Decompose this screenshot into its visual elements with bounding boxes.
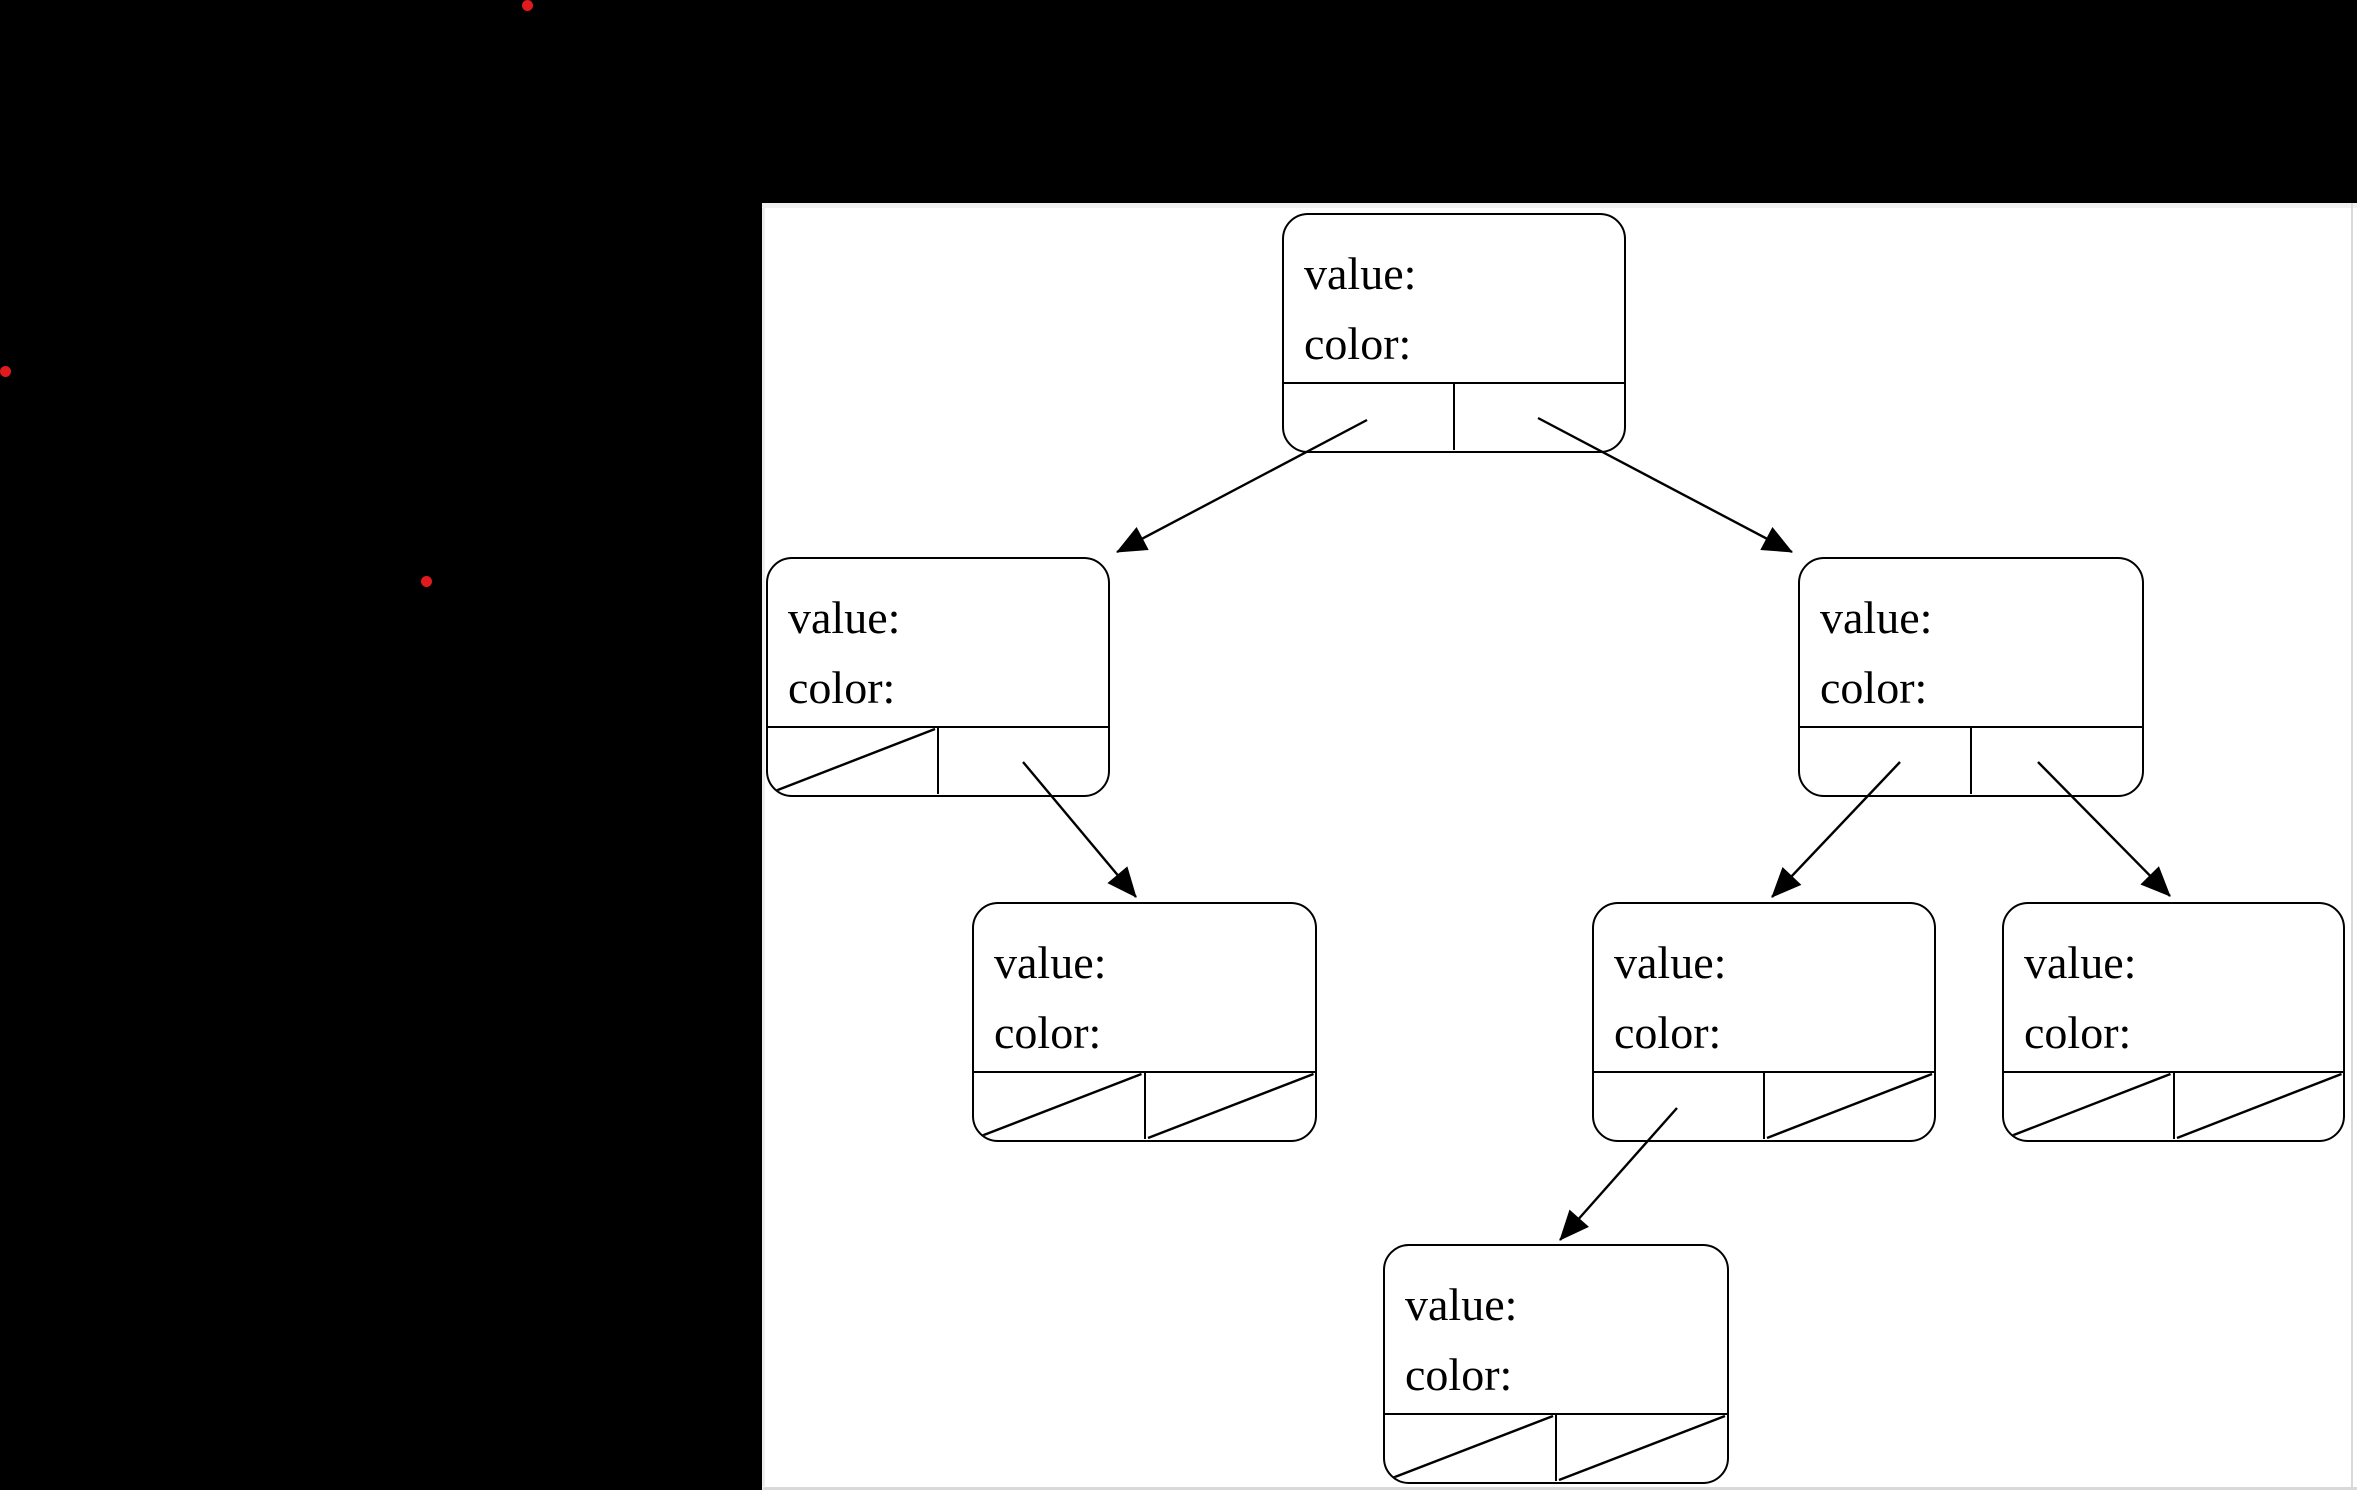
value-label: value: — [2024, 937, 2137, 988]
right-pointer-cell — [1146, 1073, 1316, 1139]
value-label: value: — [1405, 1279, 1518, 1330]
right-pointer-cell — [2175, 1073, 2344, 1139]
tree-node-RL: value: color: — [1592, 902, 1936, 1142]
pointer-row — [2004, 1071, 2343, 1139]
null-pointer-icon — [975, 1073, 1142, 1139]
left-pointer-cell — [2004, 1073, 2175, 1139]
pointer-row — [1800, 726, 2142, 794]
node-fields: value: color: — [1284, 215, 1624, 382]
null-pointer-icon — [769, 728, 936, 794]
node-fields: value: color: — [1800, 559, 2142, 726]
value-label: value: — [788, 592, 901, 643]
right-pointer-cell — [1455, 384, 1624, 450]
node-fields: value: color: — [1385, 1246, 1727, 1413]
left-pointer-cell — [974, 1073, 1146, 1139]
left-pointer-cell — [1594, 1073, 1765, 1139]
value-label: value: — [1304, 248, 1417, 299]
click-indicator-dot — [420, 575, 432, 587]
null-pointer-icon — [1386, 1415, 1554, 1481]
color-label: color: — [1304, 318, 1412, 369]
color-label: color: — [1405, 1349, 1513, 1400]
pointer-row — [1284, 382, 1624, 450]
null-pointer-icon — [2005, 1073, 2171, 1139]
tree-node-R: value: color: — [1798, 557, 2144, 797]
pointer-row — [1385, 1413, 1727, 1481]
left-pointer-cell — [1800, 728, 1972, 794]
color-label: color: — [994, 1007, 1102, 1058]
node-fields: value: color: — [768, 559, 1108, 726]
color-label: color: — [1820, 662, 1928, 713]
right-pointer-cell — [1765, 1073, 1934, 1139]
right-pointer-cell — [1557, 1415, 1727, 1481]
color-label: color: — [788, 662, 896, 713]
left-pointer-cell — [1385, 1415, 1557, 1481]
click-indicator-dot — [521, 0, 533, 11]
null-pointer-icon — [2176, 1073, 2342, 1139]
null-pointer-icon — [1558, 1415, 1726, 1481]
pointer-row — [974, 1071, 1315, 1139]
value-label: value: — [1820, 592, 1933, 643]
pointer-row — [1594, 1071, 1934, 1139]
left-pointer-cell — [768, 728, 939, 794]
left-pointer-cell — [1284, 384, 1455, 450]
node-fields: value: color: — [1594, 904, 1934, 1071]
tree-node-RLL: value: color: — [1383, 1244, 1729, 1484]
node-fields: value: color: — [974, 904, 1315, 1071]
tree-node-L: value: color: — [766, 557, 1110, 797]
node-fields: value: color: — [2004, 904, 2343, 1071]
null-pointer-icon — [1766, 1073, 1933, 1139]
color-label: color: — [1614, 1007, 1722, 1058]
tree-node-RR: value: color: — [2002, 902, 2345, 1142]
tree-node-LR: value: color: — [972, 902, 1317, 1142]
click-indicator-dot — [0, 365, 11, 377]
right-pointer-cell — [939, 728, 1108, 794]
color-label: color: — [2024, 1007, 2132, 1058]
panel-right-edge — [2351, 203, 2353, 1490]
tree-node-root: value: color: — [1282, 213, 1626, 453]
value-label: value: — [994, 937, 1107, 988]
right-pointer-cell — [1972, 728, 2142, 794]
null-pointer-icon — [1147, 1073, 1314, 1139]
value-label: value: — [1614, 937, 1727, 988]
pointer-row — [768, 726, 1108, 794]
